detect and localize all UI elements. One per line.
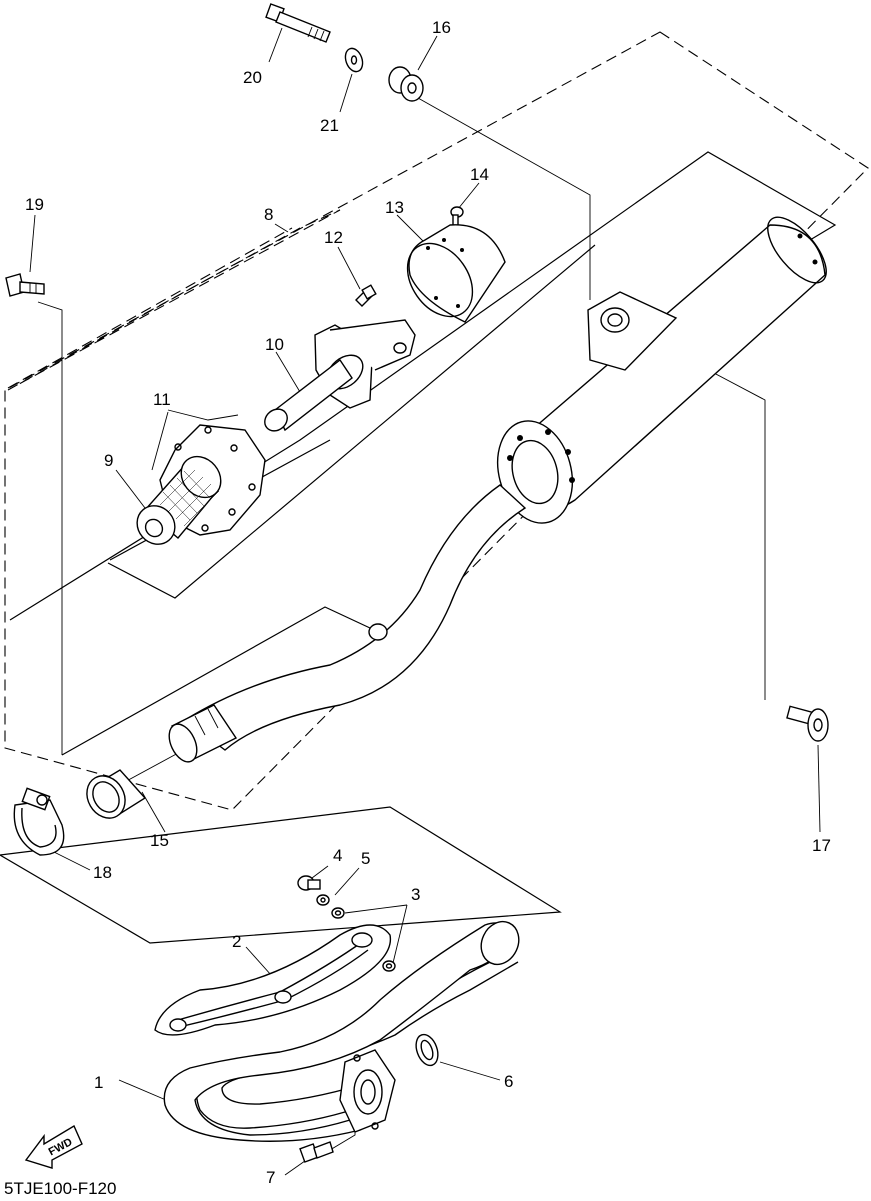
callout-16: 16: [432, 18, 451, 37]
bolt-20: [265, 3, 331, 43]
washer-5: [316, 894, 330, 906]
gasket-6: [415, 1033, 439, 1067]
clamp-18: [13, 787, 65, 856]
callout-6: 6: [504, 1072, 513, 1091]
collar-17: [786, 705, 829, 742]
muffler-bracket: [587, 291, 678, 371]
exhaust-flange: [339, 1049, 396, 1133]
callout-18: 18: [93, 863, 112, 882]
callout-20: 20: [243, 68, 262, 87]
callout-9: 9: [104, 451, 113, 470]
callout-10: 10: [265, 335, 284, 354]
end-cap-13: [406, 224, 506, 323]
boundary-line: [7, 227, 293, 389]
callout-17: 17: [812, 836, 831, 855]
leader-lines: [29, 27, 821, 1176]
screw-12: [355, 284, 377, 307]
collars-3: [331, 907, 396, 972]
internals-box-outline: [107, 244, 596, 599]
callout-5: 5: [361, 849, 370, 868]
callout-7: 7: [266, 1168, 275, 1187]
forward-direction-arrow: FWD: [24, 1124, 83, 1169]
muffler-body: [497, 216, 827, 524]
callout-4: 4: [333, 846, 342, 865]
callout-2: 2: [232, 932, 241, 951]
grommet-16: [388, 66, 424, 102]
callout-1: 1: [94, 1073, 103, 1092]
front-pipe-box: [0, 806, 562, 944]
muffler-assembly-boundary: [4, 31, 869, 811]
bolt-4: [297, 875, 321, 891]
callout-12: 12: [324, 228, 343, 247]
mid-pipe: [183, 484, 527, 751]
spark-arrester-9: [136, 455, 222, 545]
silencer-internals-boundary: [7, 209, 341, 391]
bolt-19: [5, 273, 45, 297]
muffler-box-outline: [9, 151, 837, 621]
bolt-7: [299, 1141, 334, 1163]
callout-15: 15: [150, 831, 169, 850]
tail-pipe-10: [264, 319, 416, 432]
muffler-box-lower: [61, 606, 371, 756]
callout-21: 21: [320, 116, 339, 135]
heat-protector-2: [154, 924, 392, 1036]
callout-13: 13: [385, 198, 404, 217]
inlet-joint: [168, 704, 238, 763]
callout-3: 3: [411, 885, 420, 904]
joint-sleeve-15: [86, 769, 147, 819]
drawing-code: 5TJE100-F120: [4, 1179, 116, 1196]
callout-labels: 1 2 3 4 5 6 7 8 9 10 11 12 13 14 15 16 1…: [25, 18, 831, 1187]
callout-19: 19: [25, 195, 44, 214]
screw-14: [450, 206, 464, 228]
callout-14: 14: [470, 165, 489, 184]
callout-8: 8: [264, 205, 273, 224]
washer-21: [344, 47, 364, 73]
callout-11: 11: [153, 390, 171, 409]
